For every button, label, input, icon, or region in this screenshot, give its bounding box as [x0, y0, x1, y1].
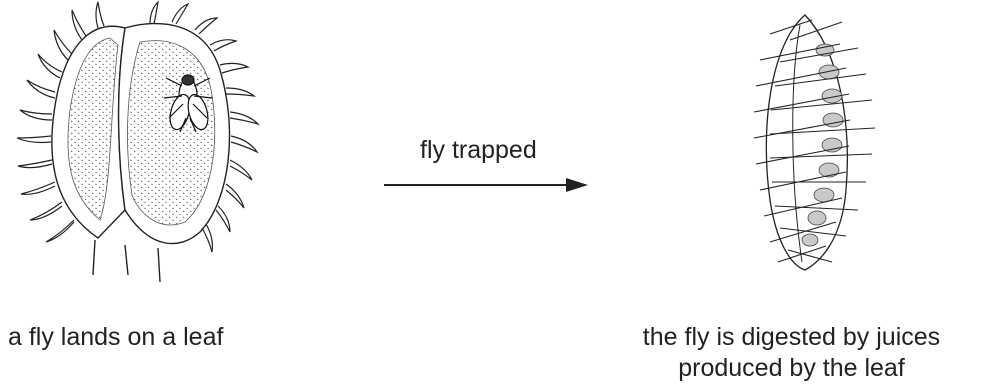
caption-left: a fly lands on a leaf [8, 323, 224, 351]
caption-right-line1: the fly is digested by juices [642, 323, 941, 351]
closed-leaf-illustration [753, 14, 876, 271]
caption-right: the fly is digested by juices produced b… [600, 322, 983, 384]
caption-right-line2: produced by the leaf [678, 354, 905, 382]
fly-icon [163, 74, 213, 133]
process-arrow [384, 178, 588, 192]
arrow-label: fly trapped [420, 136, 537, 164]
open-leaf-illustration [16, 0, 261, 283]
